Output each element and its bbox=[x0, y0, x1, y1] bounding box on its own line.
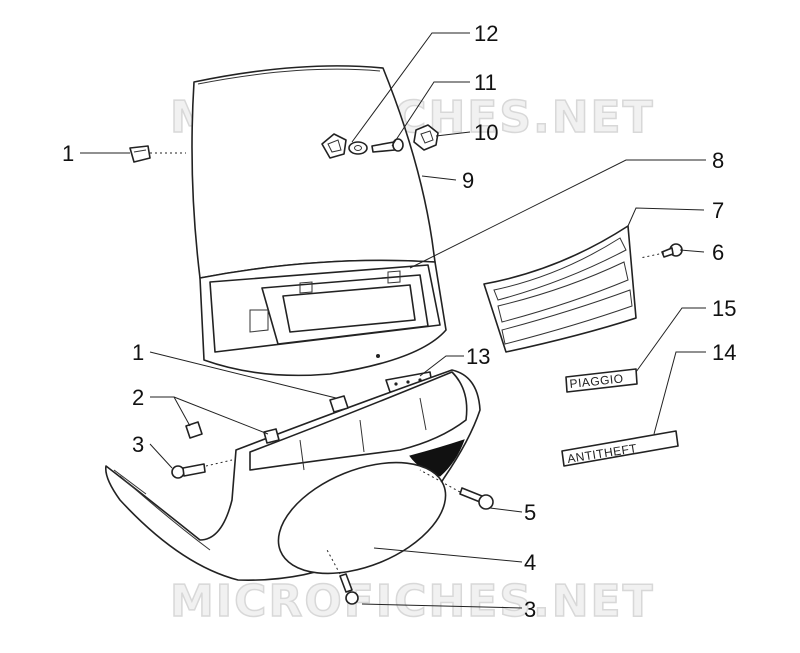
callout-3-upper: 3 bbox=[132, 432, 144, 457]
callout-1-lower: 1 bbox=[132, 340, 144, 365]
callout-4: 4 bbox=[524, 550, 536, 575]
part-5-bolt bbox=[459, 487, 494, 510]
piaggio-decal-text: PIAGGIO bbox=[569, 371, 624, 391]
callout-3-lower: 3 bbox=[524, 597, 536, 622]
callout-12: 12 bbox=[474, 21, 498, 46]
part-15-piaggio-decal: PIAGGIO bbox=[565, 368, 638, 393]
part-14-antitheft-decal: ANTITHEFT bbox=[561, 430, 679, 467]
part-8-inner-tray bbox=[199, 259, 447, 377]
part-6-screw bbox=[661, 243, 683, 258]
part-1-clip-upper bbox=[129, 145, 151, 163]
watermark-bottom: MICROFICHES.NET bbox=[170, 576, 655, 627]
part-12-clip bbox=[321, 133, 347, 159]
part-3-screw-upper bbox=[171, 463, 206, 479]
callout-8: 8 bbox=[712, 148, 724, 173]
callout-15: 15 bbox=[712, 296, 736, 321]
callout-14: 14 bbox=[712, 340, 736, 365]
callout-1-upper: 1 bbox=[62, 141, 74, 166]
callout-6: 6 bbox=[712, 240, 724, 265]
callout-9: 9 bbox=[462, 168, 474, 193]
callout-5: 5 bbox=[524, 500, 536, 525]
callout-10: 10 bbox=[474, 120, 498, 145]
part-4-lower-shell bbox=[104, 369, 481, 581]
part-1-clip-lower bbox=[329, 395, 349, 413]
part-10-nut bbox=[413, 124, 439, 151]
leader-lines bbox=[80, 32, 706, 609]
part-3-screw-lower bbox=[339, 573, 359, 605]
callout-2: 2 bbox=[132, 385, 144, 410]
callout-13: 13 bbox=[466, 344, 490, 369]
part-7-rear-panel bbox=[483, 225, 637, 353]
callout-11: 11 bbox=[474, 70, 497, 95]
callout-7: 7 bbox=[712, 198, 724, 223]
